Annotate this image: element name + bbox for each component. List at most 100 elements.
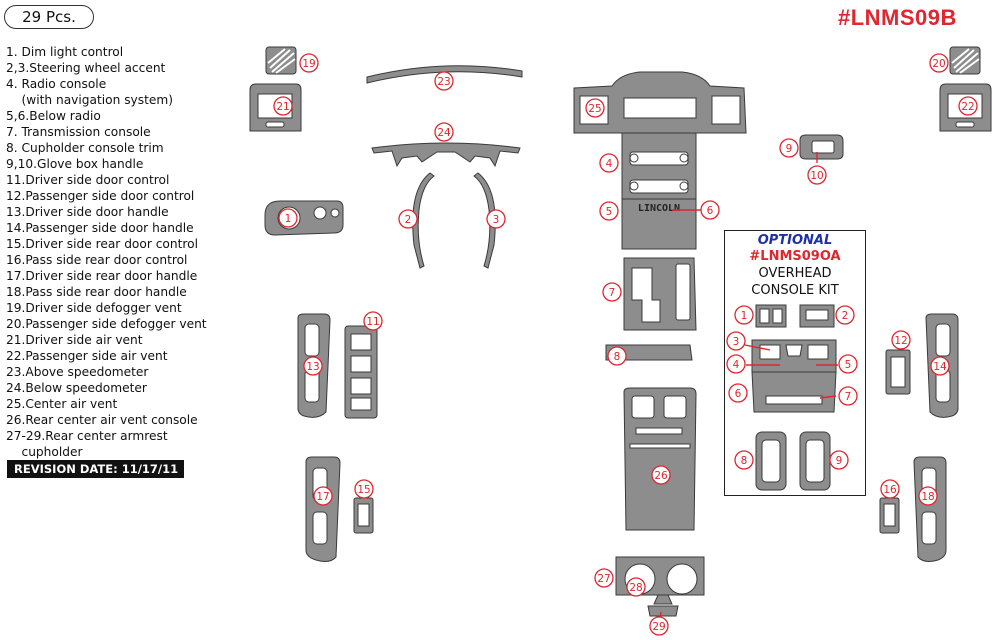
kit-callout-1: 1 xyxy=(734,305,754,325)
parts-list-item: 24.Below speedometer xyxy=(6,381,147,395)
parts-list-item: 18.Pass side rear door handle xyxy=(6,285,187,299)
part-radio-console xyxy=(621,132,697,200)
callout-8: 8 xyxy=(607,346,627,366)
part-below-speedometer xyxy=(371,142,521,168)
console-brand-text: LINCOLN xyxy=(638,203,680,214)
svg-text:9: 9 xyxy=(836,455,843,467)
callout-13: 13 xyxy=(303,356,323,376)
svg-text:8: 8 xyxy=(741,455,748,467)
parts-list-item: 20.Passenger side defogger vent xyxy=(6,317,207,331)
svg-text:2: 2 xyxy=(842,310,849,322)
parts-list-item: 21.Driver side air vent xyxy=(6,333,143,347)
kit-callout-6: 6 xyxy=(728,383,748,403)
callout-28: 28 xyxy=(626,577,646,597)
part-steering-accent-left xyxy=(412,172,435,269)
svg-text:20: 20 xyxy=(932,58,945,70)
svg-text:7: 7 xyxy=(609,287,616,299)
parts-list-item: 17.Driver side rear door handle xyxy=(6,269,198,283)
part-below-radio: LINCOLN xyxy=(621,198,697,250)
callout-26: 26 xyxy=(651,465,671,485)
parts-list-item: 14.Passenger side door handle xyxy=(6,221,194,235)
parts-list-item: 12.Passenger side door control xyxy=(6,189,195,203)
parts-list-item: 11.Driver side door control xyxy=(6,173,170,187)
part-passenger-rear-door-control xyxy=(879,497,900,534)
svg-text:6: 6 xyxy=(707,205,714,217)
callout-23: 23 xyxy=(434,71,454,91)
callout-3: 3 xyxy=(486,209,506,229)
kit-callout-4: 4 xyxy=(726,354,746,374)
parts-list-item: (with navigation system) xyxy=(6,93,174,107)
parts-list: 1. Dim light control 2,3.Steering wheel … xyxy=(6,44,207,460)
svg-text:5: 5 xyxy=(606,206,613,218)
part-passenger-defogger-vent xyxy=(949,46,981,75)
parts-list-item: 23.Above speedometer xyxy=(6,365,149,379)
callout-9: 9 xyxy=(779,138,799,158)
parts-list-item: 2,3.Steering wheel accent xyxy=(6,61,166,75)
kit-code: #LNMS09B xyxy=(838,5,957,30)
parts-list-item: 15.Driver side rear door control xyxy=(6,237,198,251)
svg-text:24: 24 xyxy=(437,127,451,139)
svg-text:15: 15 xyxy=(357,484,370,496)
callout-21: 21 xyxy=(273,96,293,116)
svg-text:3: 3 xyxy=(493,214,500,226)
parts-list-item: 1. Dim light control xyxy=(6,45,124,59)
svg-text:8: 8 xyxy=(614,351,621,363)
callout-16: 16 xyxy=(880,479,900,499)
parts-list-item: 22.Passenger side air vent xyxy=(6,349,168,363)
svg-text:29: 29 xyxy=(652,621,665,633)
callout-10: 10 xyxy=(807,165,827,185)
optional-kit-title-line1: OVERHEAD xyxy=(758,266,832,281)
optional-kit-box xyxy=(724,230,866,496)
part-rear-center-console xyxy=(623,387,697,531)
svg-text:2: 2 xyxy=(405,214,412,226)
part-glove-box-handle xyxy=(799,134,844,160)
part-cupholder-trim xyxy=(605,344,693,361)
parts-list-item: cupholder xyxy=(6,445,83,459)
svg-text:27: 27 xyxy=(597,573,610,585)
callout-4: 4 xyxy=(599,153,619,173)
svg-text:18: 18 xyxy=(921,491,934,503)
kit-callout-5: 5 xyxy=(838,354,858,374)
svg-text:9: 9 xyxy=(786,143,793,155)
svg-text:14: 14 xyxy=(933,361,947,373)
callout-5: 5 xyxy=(599,201,619,221)
part-passenger-door-handle xyxy=(925,313,959,418)
svg-text:21: 21 xyxy=(276,101,289,113)
callout-6: 6 xyxy=(700,200,720,220)
part-passenger-door-control xyxy=(885,349,911,395)
part-center-air-vent xyxy=(573,71,747,134)
callout-7: 7 xyxy=(602,282,622,302)
parts-list-item: 27-29.Rear center armrest xyxy=(6,429,168,443)
svg-text:13: 13 xyxy=(306,361,319,373)
parts-list-item: 7. Transmission console xyxy=(6,125,151,139)
kit-callout-3: 3 xyxy=(726,331,746,351)
callout-1: 1 xyxy=(278,208,298,228)
callout-14: 14 xyxy=(930,356,950,376)
callout-12: 12 xyxy=(891,330,911,350)
revision-date: REVISION DATE: 11/17/11 xyxy=(7,460,185,478)
callout-19: 19 xyxy=(299,53,319,73)
svg-text:22: 22 xyxy=(961,101,974,113)
kit-callout-9: 9 xyxy=(829,450,849,470)
part-transmission-console xyxy=(623,257,697,331)
kit-parts xyxy=(751,304,837,491)
callout-15: 15 xyxy=(354,479,374,499)
callout-18: 18 xyxy=(918,486,938,506)
svg-text:26: 26 xyxy=(654,470,668,482)
parts-list-item: 19.Driver side defogger vent xyxy=(6,301,182,315)
part-steering-accent-right xyxy=(473,172,496,269)
callout-2: 2 xyxy=(398,209,418,229)
svg-text:5: 5 xyxy=(845,359,852,371)
kit-callout-7: 7 xyxy=(838,386,858,406)
parts-list-item: 8. Cupholder console trim xyxy=(6,141,164,155)
svg-text:11: 11 xyxy=(366,316,379,328)
optional-kit-code: #LNMS09OA xyxy=(749,249,841,264)
parts-list-item: 4. Radio console xyxy=(6,77,107,91)
svg-text:1: 1 xyxy=(741,310,748,322)
svg-text:4: 4 xyxy=(733,359,740,371)
parts-list-item: 16.Pass side rear door control xyxy=(6,253,188,267)
callout-11: 11 xyxy=(363,311,383,331)
svg-text:16: 16 xyxy=(883,484,897,496)
svg-text:7: 7 xyxy=(845,391,852,403)
